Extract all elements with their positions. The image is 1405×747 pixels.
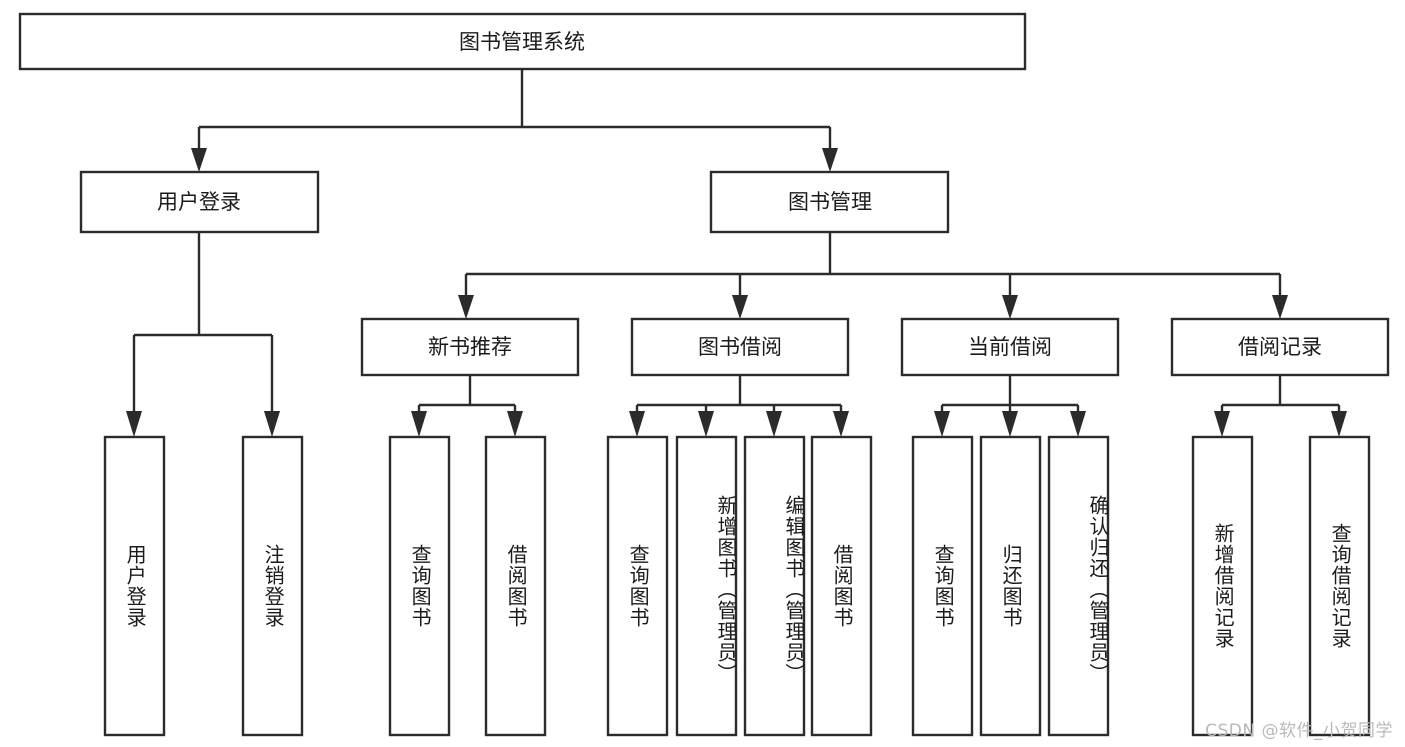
arrowhead-user-login [191,148,207,172]
node-borrow-record-box[interactable] [1170,317,1390,377]
node-new-book-recommend-label: 新书推荐 [428,335,512,359]
node-root-box[interactable] [18,12,1027,71]
node-leaf-return-book-box[interactable] [979,435,1042,737]
arrowhead-current-leaf1 [934,411,950,437]
arrowhead-borrow-leaf1 [629,411,645,437]
arrowhead-current-borrow [1002,295,1018,319]
node-book-management-box[interactable] [709,170,950,234]
node-leaf-add-book-box[interactable] [675,435,738,737]
arrowhead-record-leaf1 [1214,411,1230,437]
arrowhead-userlogin-leaf1 [126,411,142,437]
nodes-layer: 图书管理系统 用户登录 图书管理 新书推荐 图书借阅 当前借阅 借阅记录 [18,12,1390,737]
node-leaf-edit-book-box[interactable] [743,435,806,737]
node-book-borrow-label: 图书借阅 [698,335,782,359]
arrowhead-borrow-record [1272,295,1288,319]
node-current-borrow-label: 当前借阅 [968,335,1052,359]
node-borrow-record-label: 借阅记录 [1238,335,1322,359]
arrowhead-recommend-leaf1 [411,411,427,437]
arrowhead-current-leaf2 [1002,411,1018,437]
arrowhead-userlogin-leaf2 [264,411,280,437]
node-root-label: 图书管理系统 [459,30,585,54]
node-leaf-query-record-box[interactable] [1308,435,1371,737]
arrowhead-borrow-leaf3 [766,411,782,437]
arrowhead-book-mgmt [822,148,838,172]
edges-layer [126,69,1347,437]
arrowhead-current-leaf3 [1070,411,1086,437]
arrowhead-book-borrow [732,295,748,319]
node-new-book-recommend-box[interactable] [360,317,580,377]
node-book-management-label: 图书管理 [788,190,872,214]
node-leaf-query-book-2-box[interactable] [606,435,669,737]
arrowhead-recommend-leaf2 [507,411,523,437]
node-leaf-logout-box[interactable] [241,435,304,737]
node-leaf-user-login-box[interactable] [103,435,166,737]
node-current-borrow-box[interactable] [900,317,1120,377]
node-leaf-query-book-1-box[interactable] [388,435,451,737]
node-leaf-add-record-box[interactable] [1191,435,1254,737]
node-leaf-borrow-book-1-box[interactable] [484,435,547,737]
node-leaf-borrow-book-2-box[interactable] [810,435,873,737]
arrowhead-borrow-leaf4 [833,411,849,437]
node-leaf-query-book-3-box[interactable] [911,435,974,737]
node-leaf-confirm-return-box[interactable] [1047,435,1110,737]
node-book-borrow-box[interactable] [630,317,850,377]
node-user-login-box[interactable] [79,170,320,234]
arrowhead-borrow-leaf2 [698,411,714,437]
arrowhead-new-book-recommend [458,295,474,319]
watermark-text: CSDN @软件_小贺同学 [1205,721,1393,741]
arrowhead-record-leaf2 [1331,411,1347,437]
node-user-login-label: 用户登录 [157,190,241,214]
